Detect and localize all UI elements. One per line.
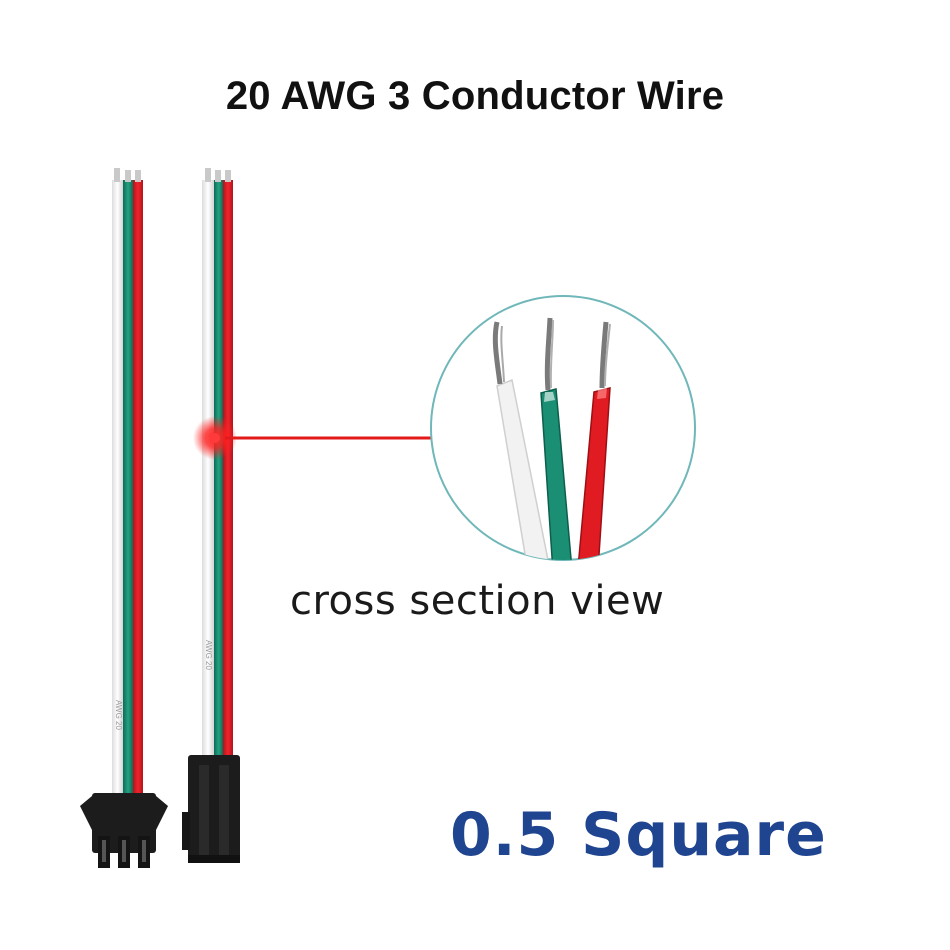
wire-harness-right: AWG 20 — [182, 168, 240, 863]
white-wire-right — [202, 180, 214, 755]
white-wire-left — [112, 180, 123, 795]
wire-size-label: 0.5 Square — [450, 800, 827, 870]
wire-print-left: AWG 20 — [114, 700, 123, 730]
green-conductor — [540, 317, 573, 560]
wire-print-right: AWG 20 — [204, 640, 213, 670]
male-connector — [80, 793, 168, 868]
page-title: 20 AWG 3 Conductor Wire — [225, 74, 725, 118]
green-wire-left — [123, 180, 133, 795]
cross-section-caption: cross section view — [290, 578, 665, 624]
red-wire-right — [223, 180, 233, 755]
red-wire-left — [133, 180, 143, 795]
red-conductor — [577, 321, 611, 560]
female-connector — [182, 755, 240, 863]
magnified-view — [430, 295, 696, 561]
wire-harness-left: AWG 20 — [80, 168, 168, 868]
white-conductor — [492, 321, 551, 560]
green-wire-right — [214, 180, 223, 755]
